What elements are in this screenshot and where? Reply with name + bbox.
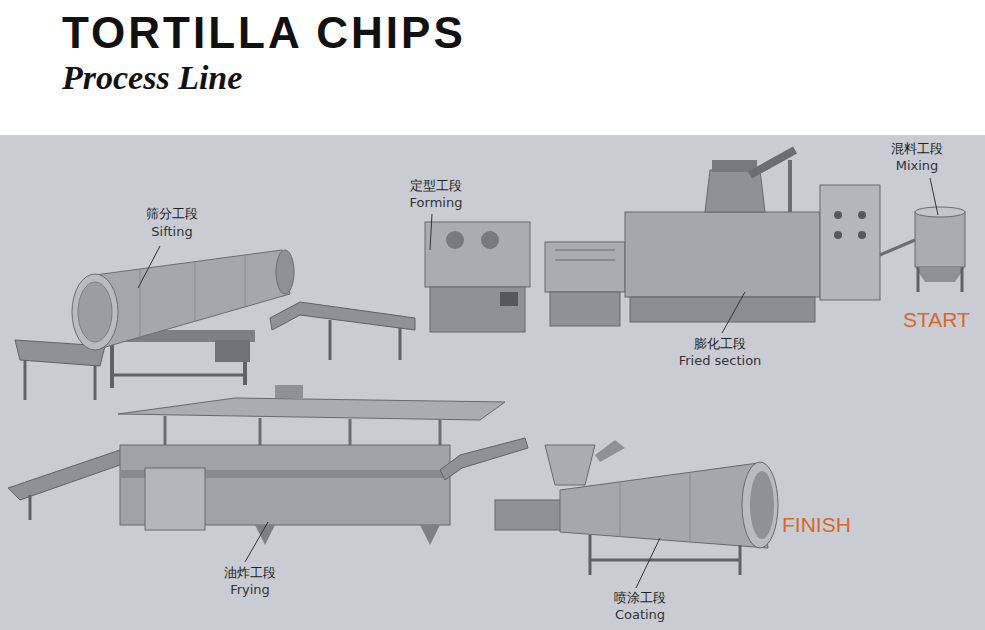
section-name-en: Fried section bbox=[679, 354, 762, 369]
leader-line bbox=[930, 178, 938, 215]
background-panel bbox=[0, 135, 985, 630]
section-name-en: Frying bbox=[230, 583, 270, 598]
coating-machine bbox=[495, 440, 778, 575]
section-name-en: Forming bbox=[410, 196, 463, 211]
sifting-machine bbox=[15, 250, 415, 400]
leader-line bbox=[722, 292, 745, 333]
section-name-zh: 膨化工段 bbox=[694, 337, 746, 352]
section-name-en: Coating bbox=[615, 608, 665, 623]
section-name-en: Sifting bbox=[151, 225, 192, 240]
section-name-zh: 定型工段 bbox=[410, 179, 462, 194]
leader-line bbox=[430, 214, 432, 250]
leader-line bbox=[245, 522, 268, 562]
start-marker: START bbox=[903, 308, 970, 332]
section-name-zh: 混料工段 bbox=[891, 142, 943, 157]
section-name-zh: 筛分工段 bbox=[146, 207, 198, 222]
extruder-machine bbox=[625, 150, 880, 322]
section-name-zh: 喷涂工段 bbox=[614, 591, 666, 606]
subtitle: Process Line bbox=[62, 58, 242, 97]
section-name-zh: 油炸工段 bbox=[224, 566, 276, 581]
leader-line bbox=[138, 246, 160, 288]
forming-machines bbox=[425, 222, 625, 332]
leader-lines bbox=[138, 178, 938, 588]
section-name-en: Mixing bbox=[896, 159, 939, 174]
leader-line bbox=[636, 538, 660, 588]
finish-marker: FINISH bbox=[782, 513, 851, 537]
diagram-title: TORTILLA CHIPS bbox=[62, 8, 466, 58]
mixer-machine bbox=[880, 207, 965, 292]
frying-machine bbox=[8, 385, 528, 545]
